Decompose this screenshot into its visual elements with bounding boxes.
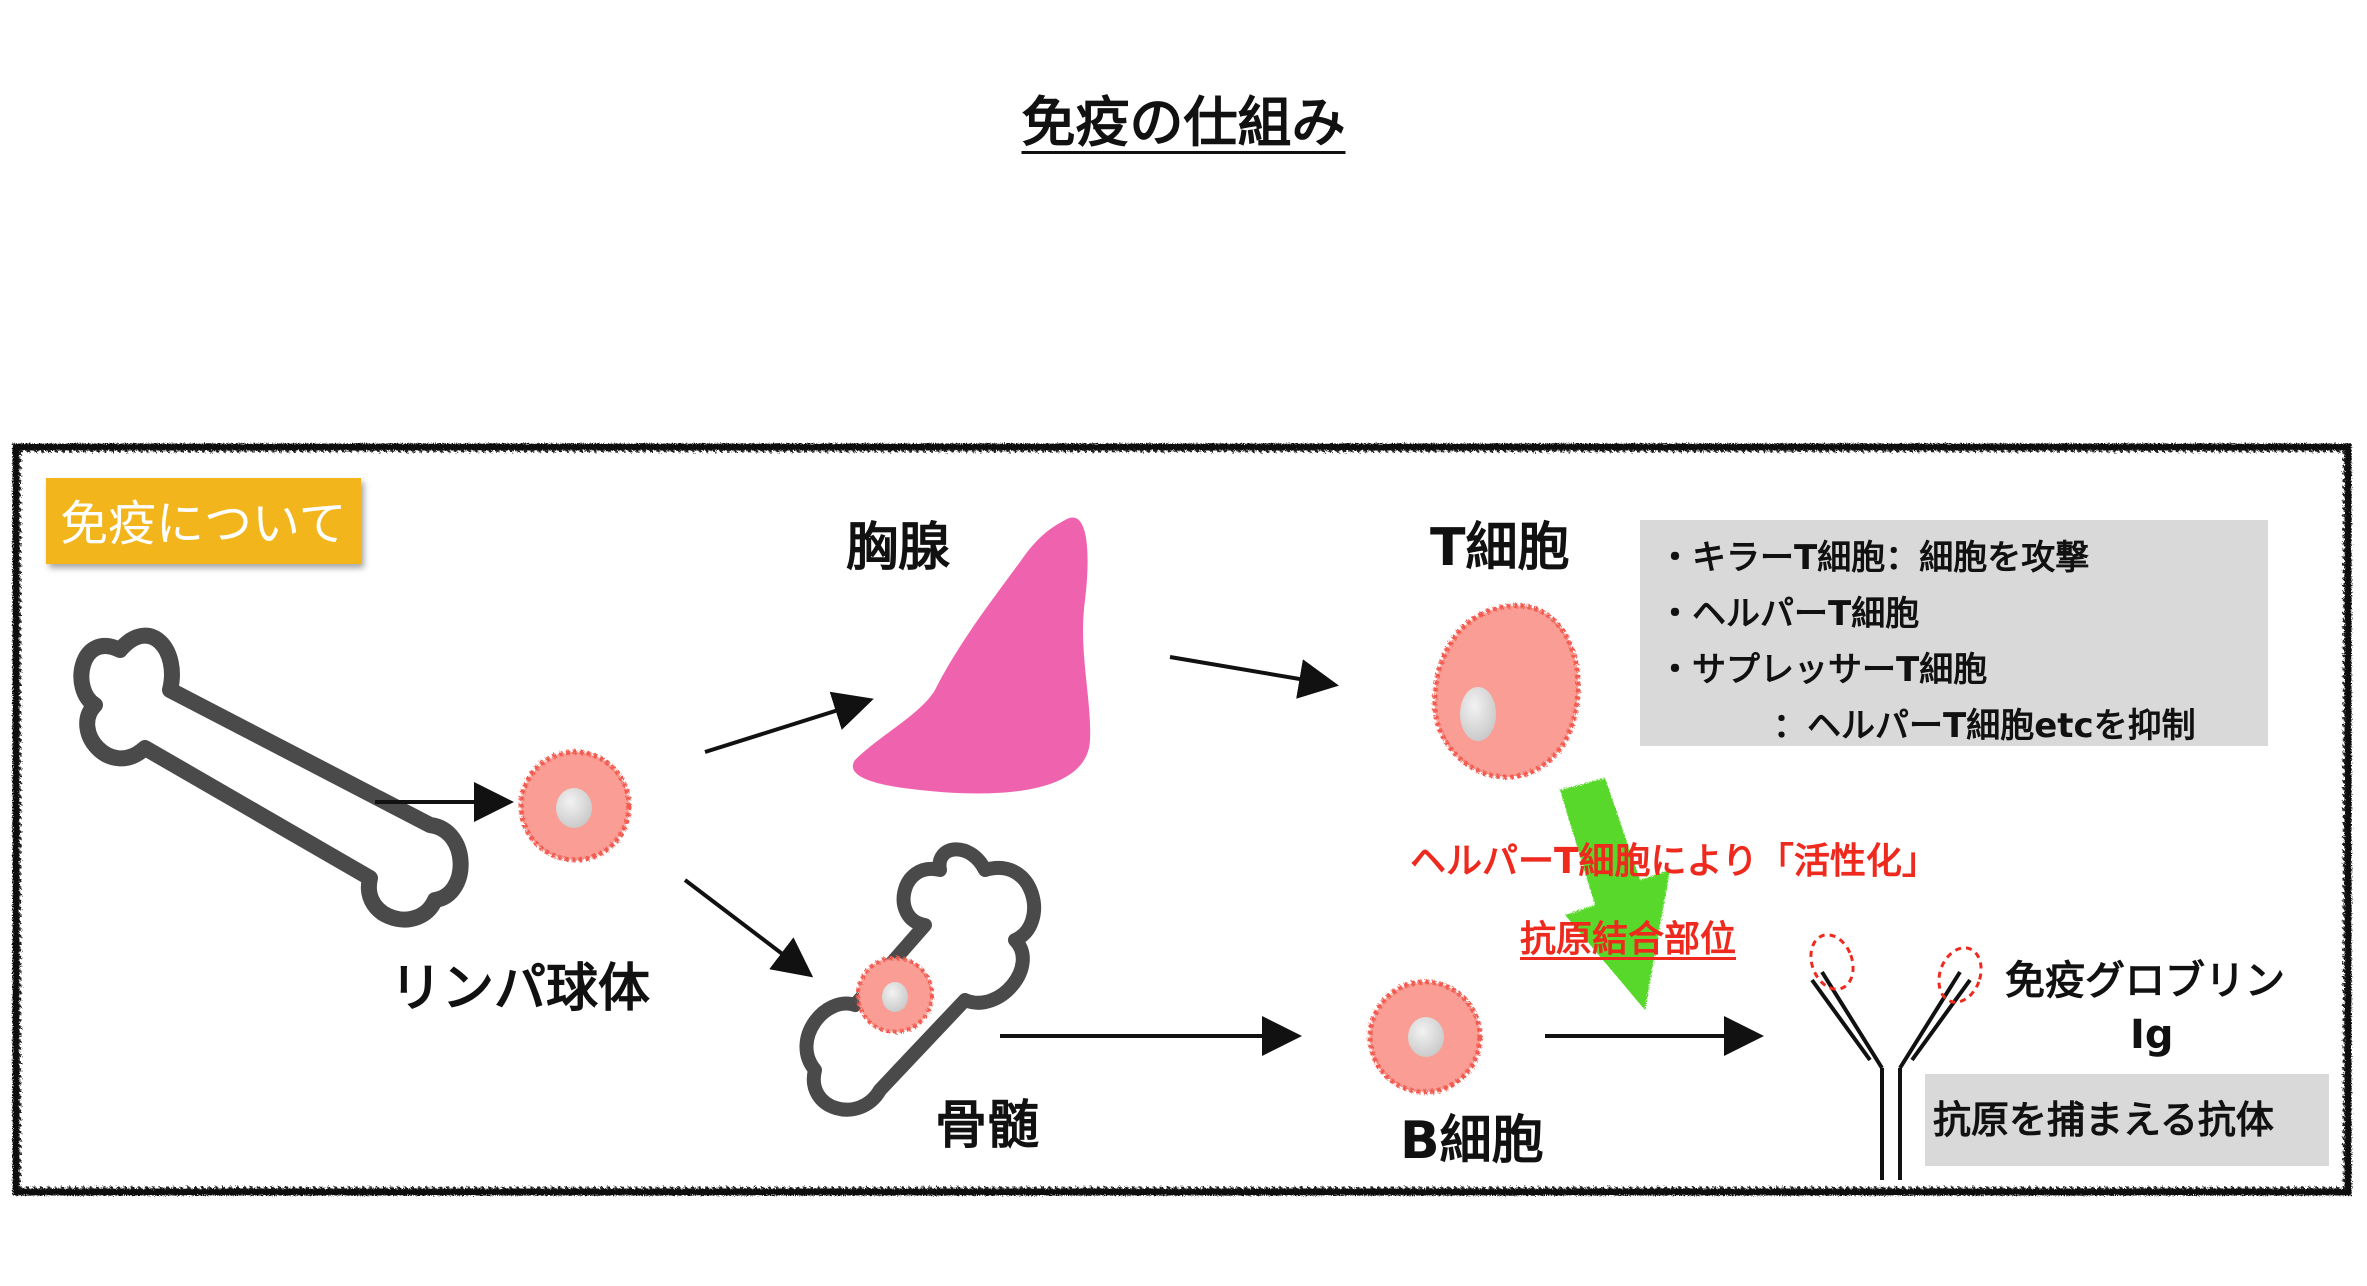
t-cell-type-item: ・サプレッサーT細胞 bbox=[1658, 650, 1988, 690]
green-activation-arrow bbox=[1560, 778, 1670, 1010]
t-cell-type-item: ・キラーT細胞：細胞を攻撃 bbox=[1658, 538, 2090, 578]
thymus-icon bbox=[852, 517, 1091, 794]
page-title: 免疫の仕組み bbox=[1021, 91, 1346, 154]
immunoglobulin-label: 免疫グロブリン bbox=[2005, 958, 2285, 1004]
t-cell-type-item: ・ヘルパーT細胞 bbox=[1658, 594, 1920, 634]
t-cell-types-box: ・キラーT細胞：細胞を攻撃 ・ヘルパーT細胞 ・サプレッサーT細胞 ：ヘルパーT… bbox=[1640, 520, 2268, 746]
bone-icon-large bbox=[73, 627, 469, 928]
bone-marrow-label: 骨髄 bbox=[935, 1096, 1040, 1156]
t-cell-type-item: ：ヘルパーT細胞etcを抑制 bbox=[1773, 706, 2196, 746]
t-cell-label: T細胞 bbox=[1430, 518, 1570, 578]
activation-text: ヘルパーT細胞により「活性化」 bbox=[1410, 841, 1938, 882]
arrow-to-marrow bbox=[683, 878, 814, 978]
thymus-label: 胸腺 bbox=[846, 518, 951, 578]
arrow-to-thymus bbox=[704, 691, 874, 754]
lymphocyte-label: リンパ球体 bbox=[390, 959, 651, 1019]
diagram-frame bbox=[12, 443, 2352, 1196]
antibody-caption: 抗原を捕まえる抗体 bbox=[1925, 1074, 2329, 1166]
marrow-cell-icon bbox=[856, 956, 934, 1034]
lymphocyte-cell-icon bbox=[518, 749, 632, 863]
ig-label: Ig bbox=[2130, 1012, 2174, 1058]
arrow-thymus-to-tcell bbox=[1169, 655, 1339, 699]
antigen-binding-site-label: 抗原結合部位 bbox=[1520, 919, 1737, 960]
t-cell-icon bbox=[1432, 602, 1581, 780]
flow-arrows bbox=[375, 655, 1764, 1056]
section-tag: 免疫について bbox=[46, 478, 361, 564]
antigen-binding-site-marker bbox=[1809, 933, 1983, 1004]
b-cell-icon bbox=[1367, 979, 1483, 1095]
b-cell-label: B細胞 bbox=[1400, 1111, 1544, 1171]
